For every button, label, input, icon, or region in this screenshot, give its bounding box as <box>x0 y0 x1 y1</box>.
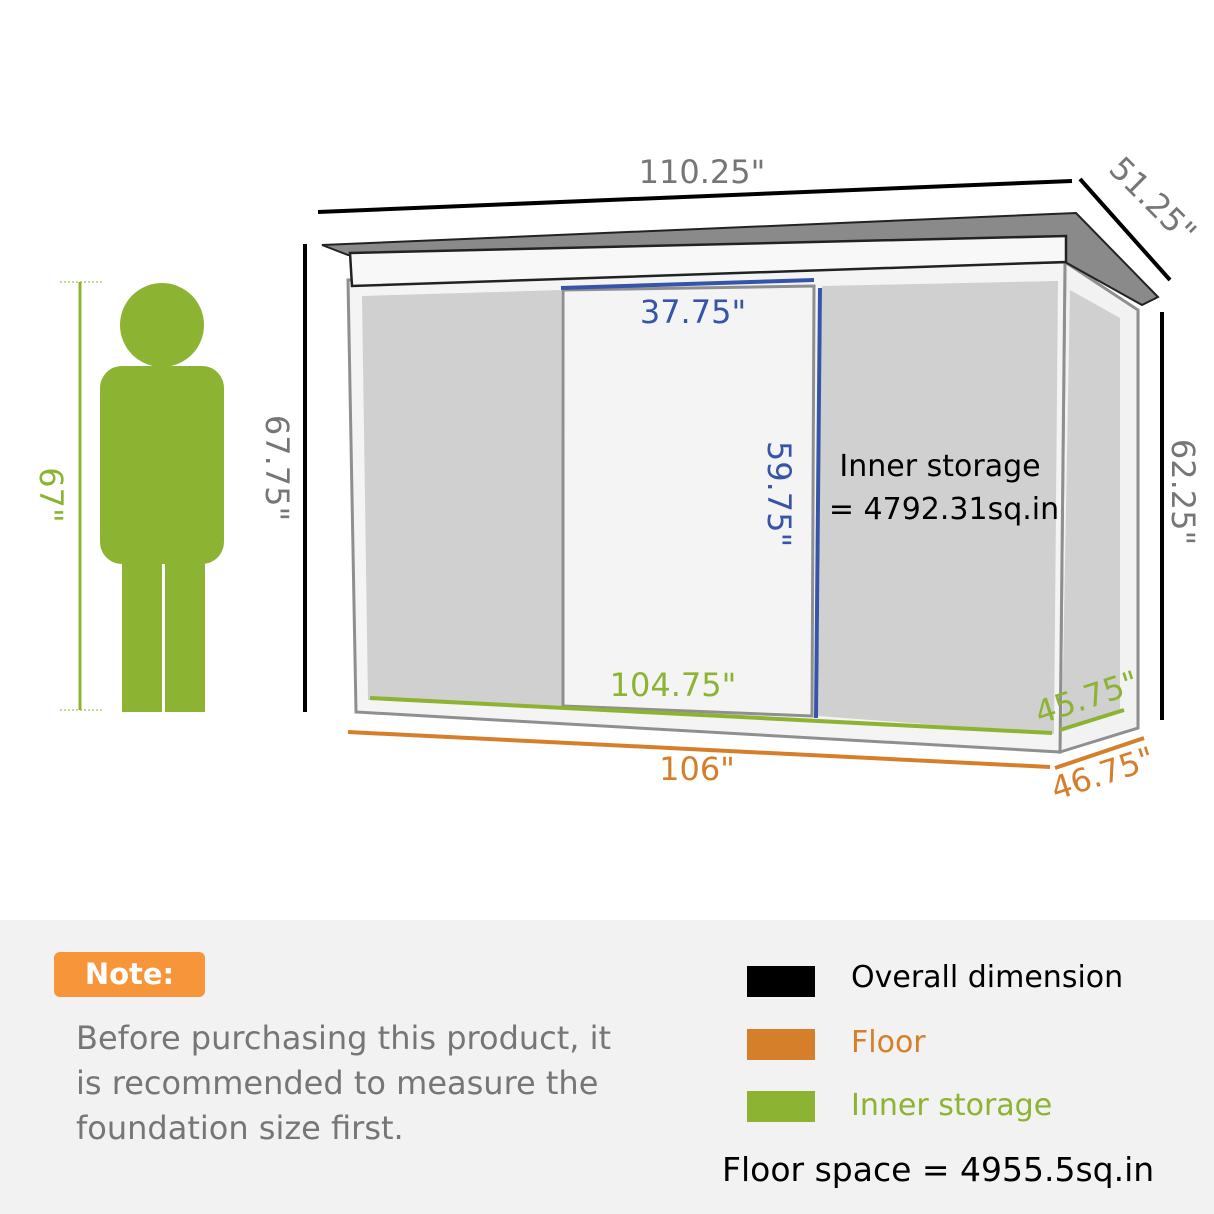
legend-label-overall: Overall dimension <box>851 960 1124 995</box>
overall-length-label: 110.25" <box>639 153 766 191</box>
overall-dimension-lines <box>303 177 1172 720</box>
shed-dimension-diagram: 67" 110.25" 51.25" 67.75" 62.25" 37.75" … <box>32 149 1204 808</box>
note-line: Before purchasing this product, it <box>76 1019 612 1057</box>
inner-storage-area: = 4792.31sq.in <box>829 492 1059 527</box>
note-line: foundation size first. <box>76 1109 404 1147</box>
floor-length-label: 106" <box>659 750 735 788</box>
door-width-label: 37.75" <box>640 293 746 331</box>
door-opening <box>561 284 816 718</box>
note-text: Before purchasing this product, it is re… <box>76 1016 656 1151</box>
floor-dimension-lines <box>347 730 1145 770</box>
inner-length-label: 104.75" <box>610 666 737 704</box>
door-dimension-lines <box>560 278 822 719</box>
legend-swatch-overall <box>747 966 815 997</box>
door-height-label: 59.75" <box>760 441 798 547</box>
back-height-label: 62.25" <box>1164 439 1202 545</box>
floor-space-text: Floor space = 4955.5sq.in <box>722 1150 1155 1189</box>
roof-top <box>321 211 1160 307</box>
legend-label-inner-storage: Inner storage <box>851 1088 1053 1123</box>
footer-panel: Note: Before purchasing this product, it… <box>0 920 1214 1214</box>
front-height-label: 67.75" <box>258 415 296 521</box>
overall-depth-label: 51.25" <box>1102 149 1204 251</box>
person-silhouette <box>100 283 224 712</box>
legend-swatch-inner-storage <box>747 1091 815 1122</box>
inner-storage-title: Inner storage <box>839 449 1040 484</box>
shed-interior-right <box>818 281 1058 734</box>
legend-swatch-floor <box>747 1029 815 1060</box>
person-height-label: 67" <box>32 467 70 522</box>
inner-storage-lines <box>369 696 1125 735</box>
note-line: is recommended to measure the <box>76 1064 599 1102</box>
note-badge: Note: <box>54 952 205 997</box>
legend-label-floor: Floor <box>851 1025 926 1060</box>
shed-side-interior <box>1062 290 1120 728</box>
roof-fascia <box>348 234 1068 288</box>
shed-interior-left <box>362 290 562 706</box>
person-height-line <box>60 281 102 711</box>
